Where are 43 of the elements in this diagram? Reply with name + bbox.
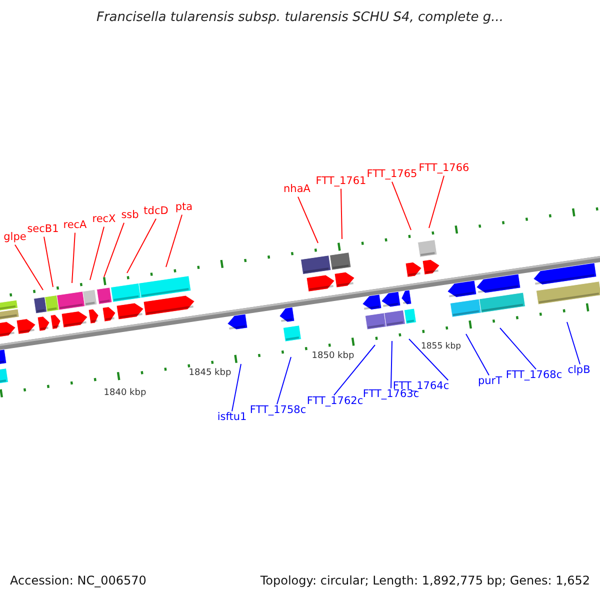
leader-line xyxy=(104,222,124,278)
leader-line xyxy=(334,344,376,396)
gene-label: recX xyxy=(92,214,116,226)
leader-line xyxy=(44,236,54,288)
gene-label: purT xyxy=(478,376,502,388)
scale-label: 1850 kbp xyxy=(312,352,354,362)
gene-label: glpe xyxy=(4,232,26,244)
gene-label: FTT_1762c xyxy=(306,396,364,408)
gene-label: isftu1 xyxy=(217,412,247,424)
scale-label: 1855 kbp xyxy=(420,342,462,352)
gene-label: tdcD xyxy=(144,206,168,218)
scale-label: 1840 kbp xyxy=(104,389,146,399)
gene-label: ssb xyxy=(121,210,139,222)
gene-label: FTT_1765 xyxy=(366,169,418,181)
gene-label: nhaA xyxy=(284,184,310,196)
leader-line xyxy=(500,328,536,370)
leader-line xyxy=(340,188,342,240)
leader-line xyxy=(566,322,580,365)
leader-line xyxy=(14,244,44,290)
gene-label: clpB xyxy=(568,365,590,377)
accession-text: Accession: NC_006570 xyxy=(10,574,146,588)
leader-line xyxy=(428,175,444,228)
gene-label: recA xyxy=(63,220,87,232)
leader-line xyxy=(392,181,412,230)
leader-line xyxy=(166,214,182,268)
leader-line xyxy=(90,226,104,280)
leader-line xyxy=(72,232,76,284)
leader-line xyxy=(390,340,392,389)
leader-line xyxy=(298,196,318,244)
leader-line xyxy=(126,218,156,274)
gene-label: FTT_1761 xyxy=(316,176,366,188)
gene-label: secB1 xyxy=(27,224,59,236)
scale-label: 1845 kbp xyxy=(188,369,232,379)
leader-line xyxy=(276,356,292,405)
genome-summary-text: Topology: circular; Length: 1,892,775 bp; Genes: 1,652 xyxy=(260,574,590,588)
leader-line xyxy=(232,364,242,412)
map-title: Francisella tularensis subsp. tularensis SCHU S4, complete g... xyxy=(96,10,504,26)
leader-line xyxy=(408,338,449,381)
gene-label: FTT_1768c xyxy=(506,370,562,382)
leader-line xyxy=(466,334,490,376)
gene-label: pta xyxy=(175,202,193,214)
gene-label: FTT_1766 xyxy=(418,163,470,175)
gene-label: FTT_1758c xyxy=(250,405,306,417)
